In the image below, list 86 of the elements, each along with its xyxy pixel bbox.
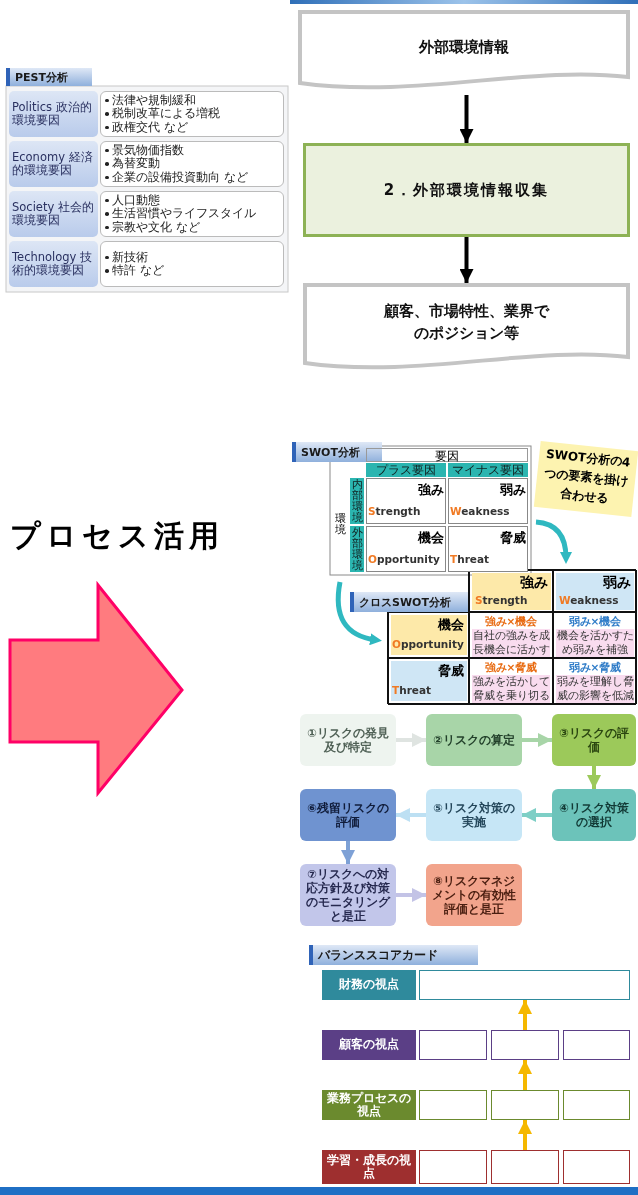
empty-box: [419, 1150, 487, 1184]
cell-text: 強みを活かして脅威を乗り切る: [472, 675, 550, 703]
row-header: 外部環境: [350, 526, 364, 572]
arrow: [522, 808, 552, 822]
cell-text: 強み: [417, 481, 444, 499]
cell-text: 強み: [519, 574, 548, 592]
process-box: ⑧リスクマネジメントの有効性評価と是正: [426, 864, 522, 926]
empty-box: [563, 1150, 630, 1184]
empty-box: [563, 1030, 630, 1060]
bullet-text: 法律や規制緩和: [112, 93, 197, 107]
empty-box: [563, 1090, 630, 1120]
process-box: 2．外部環境情報収集: [303, 143, 630, 237]
arrow: [341, 841, 355, 864]
arrow: [587, 766, 601, 789]
category-label: Economy 経済的環境要因: [9, 141, 98, 187]
arrow: [518, 1000, 532, 1030]
cell-text: Threat: [450, 552, 491, 567]
cell-text: 自社の強みを成長機会に活かす: [472, 629, 550, 657]
cell-text: Opportunity: [368, 552, 441, 567]
empty-box: [491, 1030, 559, 1060]
arrow: [396, 888, 426, 902]
arrow: [522, 733, 552, 747]
section-tab: バランススコアカード: [309, 945, 478, 965]
bullet-text: 景気物価指数: [112, 143, 185, 157]
cell-text: 機会: [436, 616, 464, 634]
cell-text: 脅威: [437, 662, 464, 680]
bullet-text: 企業の設備投資動向 など: [112, 170, 249, 185]
cell-text: 弱み×脅威: [567, 660, 623, 674]
process-box: ①リスクの発見及び特定: [300, 714, 396, 766]
process-box: ②リスクの算定: [426, 714, 522, 766]
cell-text: Strength: [368, 504, 422, 519]
perspective-box: 顧客の視点: [322, 1030, 416, 1060]
process-box: ⑦リスクへの対応方針及び対策のモニタリングと是正: [300, 864, 396, 926]
arrow: [459, 95, 474, 143]
cell-text: 弱み: [602, 574, 631, 592]
empty-box: [491, 1150, 559, 1184]
cell-text: 脅威: [499, 529, 526, 547]
empty-box: [419, 970, 630, 1000]
bullet-text: 政権交代 など: [112, 120, 189, 135]
cell-text: Weakness: [559, 593, 620, 608]
cell-text: Threat: [392, 683, 433, 698]
section-tab: SWOT分析: [292, 442, 382, 462]
table-header: 要因: [366, 448, 528, 462]
category-label: Politics 政治的環境要因: [9, 91, 98, 137]
empty-box: [419, 1030, 487, 1060]
bullet-text: 新技術: [112, 250, 149, 264]
callout-text: SWOT分析の4つの要素を掛け合わせる: [533, 441, 638, 517]
section-tab: クロスSWOT分析: [350, 592, 468, 612]
category-label: Society 社会的環境要因: [9, 191, 98, 237]
row-header: 環境: [334, 512, 347, 537]
arrow: [459, 237, 474, 283]
bullet-text: 為替変動: [112, 157, 161, 171]
perspective-box: 業務プロセスの視点: [322, 1090, 416, 1120]
process-box: ④リスク対策の選択: [552, 789, 636, 841]
empty-box: [419, 1090, 487, 1120]
table-header: プラス要因: [366, 463, 446, 477]
process-box: ⑤リスク対策の実施: [426, 789, 522, 841]
table-header: マイナス要因: [448, 463, 528, 477]
category-label: Technology 技術的環境要因: [9, 241, 98, 287]
empty-box: [491, 1090, 559, 1120]
process-box: ③リスクの評価: [552, 714, 636, 766]
bullet-text: 宗教や文化 など: [112, 220, 201, 235]
cell-text: 強み×機会: [483, 614, 539, 628]
section-tab: PEST分析: [6, 68, 92, 86]
cell-text: 機会を活かすため弱みを補強: [556, 629, 634, 657]
bullet-text: 税制改革による増税: [112, 107, 221, 121]
arrow: [518, 1060, 532, 1090]
cell-text: Opportunity: [392, 637, 465, 652]
row-header: 内部環境: [350, 478, 364, 524]
perspective-box: 財務の視点: [322, 970, 416, 1000]
heading-text: プロセス活用: [10, 517, 225, 555]
cell-text: Weakness: [450, 504, 511, 519]
process-box: ⑥残留リスクの評価: [300, 789, 396, 841]
cell-text: 機会: [416, 529, 444, 547]
arrow: [518, 1120, 532, 1150]
cell-text: 強み×脅威: [483, 660, 539, 674]
bullet-text: 人口動態: [112, 193, 161, 207]
arrow: [396, 733, 426, 747]
arrow: [396, 808, 426, 822]
bullet-text: 生活習慣やライフスタイル: [112, 207, 257, 221]
cell-text: Strength: [475, 593, 529, 608]
cell-text: 弱み: [499, 481, 526, 499]
cell-text: 弱みを理解し脅威の影響を低減: [556, 675, 634, 703]
cell-text: 弱み×機会: [567, 614, 623, 628]
perspective-box: 学習・成長の視点: [322, 1150, 416, 1184]
bullet-text: 特許 など: [112, 264, 165, 278]
